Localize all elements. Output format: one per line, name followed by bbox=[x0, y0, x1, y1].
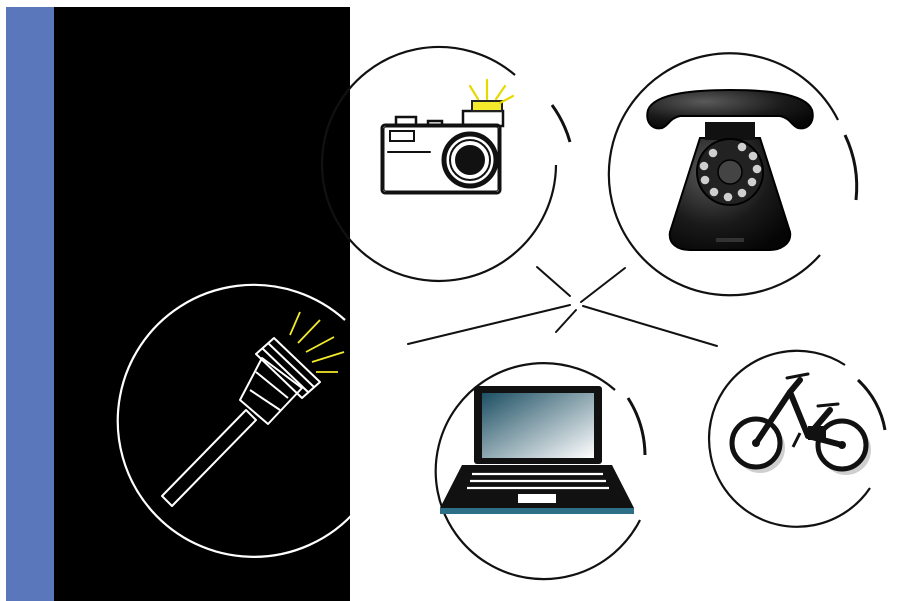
bicycle-icon bbox=[732, 374, 871, 475]
telephone-icon bbox=[647, 90, 812, 250]
telephone-circle bbox=[609, 53, 857, 295]
laptop-circle bbox=[436, 363, 645, 579]
accent-strip bbox=[6, 7, 54, 601]
dark-panel bbox=[54, 7, 350, 601]
bicycle-circle bbox=[709, 351, 885, 527]
laptop-icon bbox=[440, 386, 634, 514]
camera-icon bbox=[382, 80, 513, 193]
camera-circle bbox=[322, 47, 570, 281]
